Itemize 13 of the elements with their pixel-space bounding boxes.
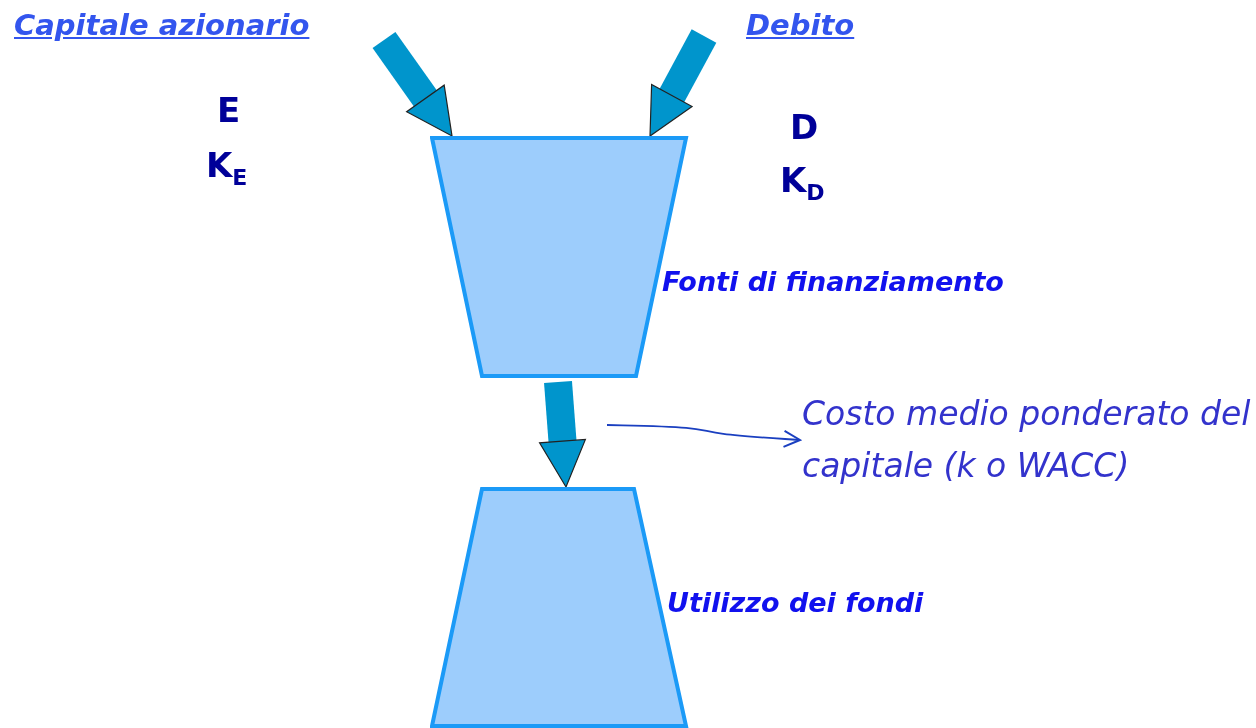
symbol-label: K$_{E}$ xyxy=(206,145,248,192)
section-label: Utilizzo dei fondi xyxy=(667,587,924,619)
block-arrow xyxy=(649,29,717,137)
symbol-label: K$_{D}$ xyxy=(780,160,825,207)
block-arrow xyxy=(538,380,587,488)
annotation-text: Costo medio ponderato del capitale (k o WACC) xyxy=(802,388,1254,492)
heading-link: Capitale azionario xyxy=(14,8,358,46)
symbol-label: E xyxy=(217,90,241,130)
section-label: Fonti di finanziamento xyxy=(662,266,1004,298)
heading-link: Debito xyxy=(746,8,872,46)
symbol-label: D xyxy=(790,107,819,147)
leader-arrow xyxy=(606,424,801,448)
block-arrow xyxy=(372,31,453,137)
